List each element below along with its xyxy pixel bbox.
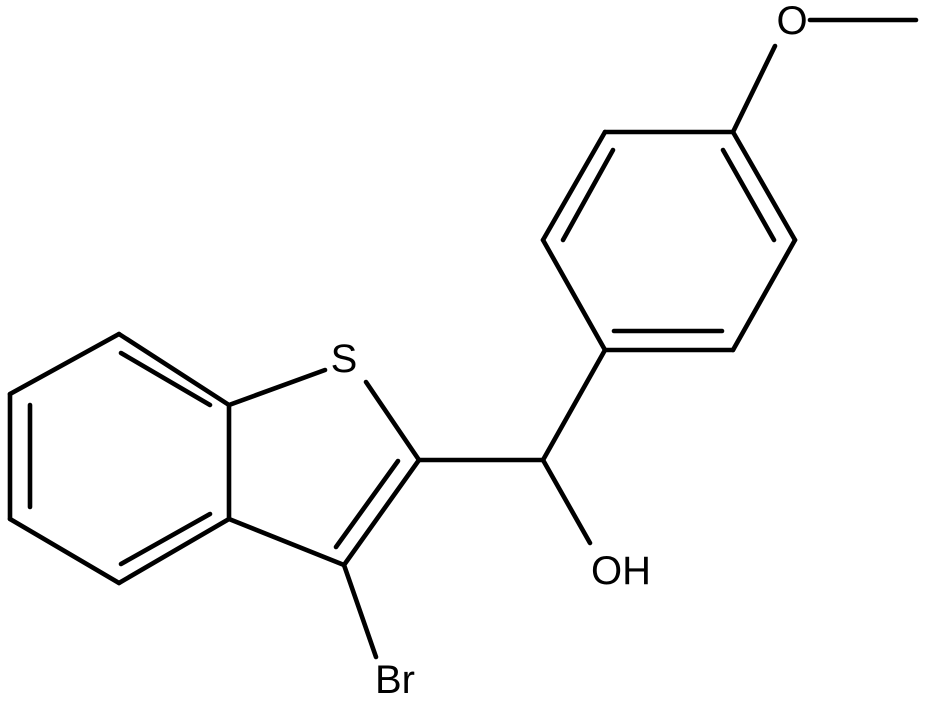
ring-bond [730, 237, 798, 353]
ring-bond [730, 129, 798, 243]
thiophene-ring [226, 367, 422, 660]
ring-inner-double-bond [118, 511, 213, 567]
ring-bond [540, 237, 608, 353]
c2-c3-inner-double-bond [333, 458, 401, 550]
o-aryl-bond [730, 43, 778, 135]
ring-inner-double-bond [118, 350, 213, 408]
methoxy-oxygen-label: O [776, 0, 807, 43]
carbinol-oh-bond [540, 457, 593, 546]
methoxy-group [730, 17, 919, 135]
ring-bond [540, 129, 608, 243]
ring-bond [116, 331, 232, 408]
c2-c3-bond [341, 457, 422, 568]
sulfur-label: S [331, 337, 358, 381]
methoxyphenyl-ring [540, 129, 798, 353]
ring-bond [7, 516, 122, 586]
s-c7a-bond [226, 367, 328, 408]
ring-bond [7, 331, 122, 397]
benzo-ring [7, 331, 232, 586]
ring-inner-double-bond [720, 147, 777, 243]
aryl-carbinol-bond [540, 347, 608, 463]
c3-c3a-bond [226, 516, 347, 568]
hydroxyl-label: OH [591, 549, 651, 593]
s-c2-bond [363, 379, 422, 463]
c3-br-bond [341, 562, 379, 660]
ring-inner-double-bond [560, 147, 616, 243]
bromine-label: Br [375, 658, 415, 702]
ring-bond [116, 516, 232, 586]
carbinol-center [416, 347, 608, 546]
